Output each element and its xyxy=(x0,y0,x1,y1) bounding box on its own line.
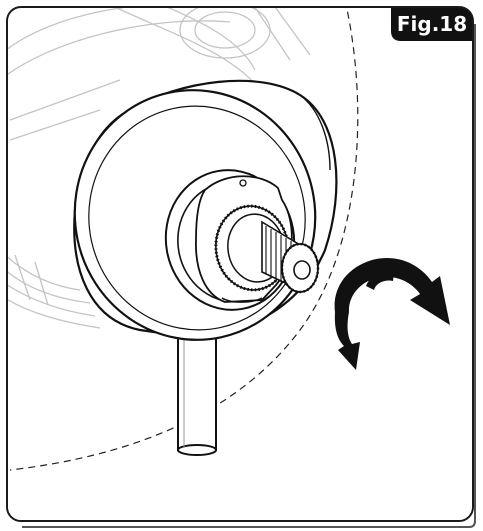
double-rotation-arrows-icon xyxy=(334,258,450,370)
ghost-housing xyxy=(7,7,311,329)
support-rod xyxy=(177,319,217,456)
panel-border xyxy=(6,6,474,522)
panel-shadow xyxy=(22,24,476,528)
figure-label-tab xyxy=(391,7,473,41)
figure-label: Fig.18 xyxy=(396,12,468,36)
dashed-rotation-path xyxy=(9,7,359,471)
splined-shaft xyxy=(261,220,320,294)
